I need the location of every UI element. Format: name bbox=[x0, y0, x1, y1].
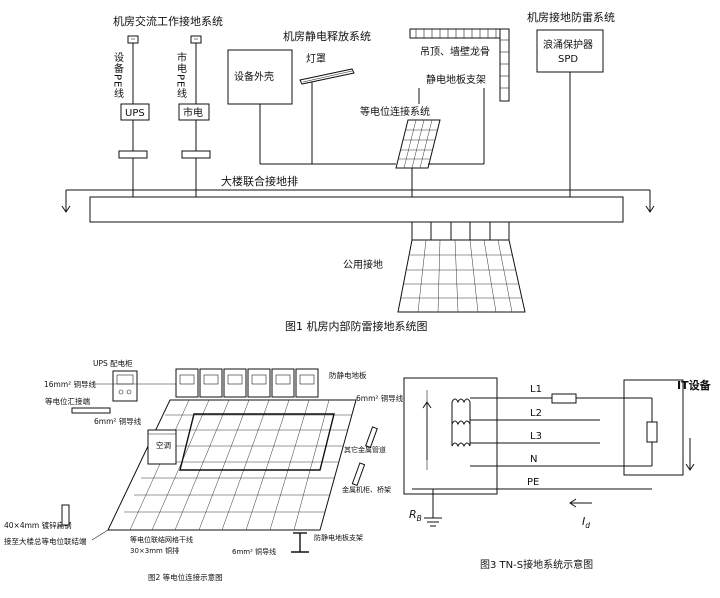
building-ground-bar bbox=[89, 196, 624, 223]
l2-label: L2 bbox=[530, 408, 542, 419]
equipment-case-box bbox=[227, 49, 293, 105]
source-box bbox=[403, 377, 498, 495]
id-label: Id bbox=[582, 515, 590, 530]
equipotential-label: 等电位连接系统 bbox=[360, 105, 430, 118]
figure-3: L1 L2 L3 N PE IT设备 Id RB 图3 TN-S接地系统示意图 bbox=[403, 377, 712, 571]
mains-pe-label: 市电PE线 bbox=[175, 51, 187, 100]
figure-2-caption: 图2 等电位连接示意图 bbox=[148, 572, 223, 582]
transformer-coils bbox=[451, 398, 471, 448]
ceiling-label: 吊顶、墙壁龙骨 bbox=[420, 45, 490, 58]
static-system-title: 机房静电释放系统 bbox=[283, 29, 371, 43]
ups-box bbox=[120, 103, 150, 121]
spd-box bbox=[536, 29, 604, 73]
floor-bracket-label: 静电地板支架 bbox=[426, 73, 486, 86]
l1-load bbox=[551, 393, 577, 404]
public-ground-label: 公用接地 bbox=[343, 258, 383, 271]
lamp-icon bbox=[299, 68, 355, 85]
ceiling-keel-icon bbox=[409, 28, 510, 102]
equipotential-floor-grid bbox=[107, 399, 357, 531]
mains-breaker bbox=[181, 150, 211, 159]
server-cabinets bbox=[175, 368, 319, 398]
equipment-case-label: 设备外壳 bbox=[234, 70, 274, 83]
public-ground-mesh bbox=[397, 222, 526, 313]
rb-label: RB bbox=[409, 508, 422, 523]
it-equipment-box bbox=[623, 379, 684, 476]
socket-equip-icon bbox=[127, 35, 139, 44]
it-label: IT设备 bbox=[677, 378, 712, 392]
equi-bar-icon bbox=[71, 407, 111, 414]
l1-label: L1 bbox=[530, 384, 542, 395]
it-load-resistor bbox=[646, 421, 658, 443]
figure-1-caption: 图1 机房内部防雷接地系统图 bbox=[285, 319, 428, 333]
figure-1: 机房交流工作接地系统 设备PE线 市电PE线 UPS 市电 机房静电释放系统 设… bbox=[61, 10, 655, 333]
wire-6c-label: 6mm² 铜导线 bbox=[232, 547, 276, 556]
equipotential-grid bbox=[395, 119, 441, 169]
mains-box bbox=[178, 103, 210, 121]
left-arrow-icon-id bbox=[569, 498, 592, 508]
connect-main-label: 接至大楼总等电位联结端 bbox=[4, 536, 87, 546]
equi-bar-label: 等电位汇接端 bbox=[45, 396, 90, 406]
figure-2: UPS 配电柜 防静电地板 16mm² 铜导线 等电位汇接端 6mm² 铜导线 bbox=[4, 358, 404, 582]
steel-strip-icon bbox=[61, 504, 70, 526]
ups-label: UPS bbox=[125, 108, 145, 119]
ups-cabinet-label: UPS 配电柜 bbox=[93, 358, 133, 368]
mains-label: 市电 bbox=[183, 106, 203, 119]
socket-mains-icon bbox=[190, 35, 202, 44]
n-label: N bbox=[530, 454, 537, 465]
ac-grounding-title: 机房交流工作接地系统 bbox=[113, 14, 223, 28]
lamp-cover-label: 灯罩 bbox=[306, 53, 326, 65]
wire-16-label: 16mm² 铜导线 bbox=[44, 379, 97, 389]
down-arrow-icon bbox=[685, 438, 695, 471]
figure-3-caption: 图3 TN-S接地系统示意图 bbox=[480, 558, 593, 571]
antistatic-floor-label: 防静电地板 bbox=[329, 370, 367, 380]
spd-label-1: 浪涌保护器 bbox=[543, 38, 593, 51]
pe-label: PE bbox=[527, 477, 539, 488]
building-bar-label: 大楼联合接地排 bbox=[221, 174, 298, 188]
aircon-label: 空调 bbox=[156, 440, 171, 450]
ups-cabinet-icon bbox=[112, 370, 138, 402]
floor-support-label: 防静电地板支架 bbox=[314, 533, 363, 542]
floor-support-icon bbox=[291, 532, 309, 553]
metal-tray-icon bbox=[351, 462, 366, 487]
grid-line-1-label: 等电位联结网格干线 bbox=[130, 535, 193, 544]
metal-pipe-icon bbox=[365, 426, 378, 449]
grid-line-2-label: 30×3mm 铜排 bbox=[130, 546, 179, 555]
metal-case-label: 金属机柜、桥架 bbox=[342, 485, 391, 494]
spd-label-2: SPD bbox=[558, 54, 578, 65]
left-arrow-icon bbox=[61, 190, 71, 213]
wire-6a-label: 6mm² 铜导线 bbox=[94, 416, 142, 426]
right-arrow-icon bbox=[645, 190, 655, 213]
ups-breaker bbox=[118, 150, 148, 159]
wire-6b-label: 6mm² 铜导线 bbox=[356, 393, 404, 403]
equip-pe-label: 设备PE线 bbox=[112, 52, 124, 100]
l3-label: L3 bbox=[530, 431, 542, 442]
aircon-unit bbox=[147, 429, 177, 465]
steel-strip-label: 40×4mm 镀锌扁钢 bbox=[4, 520, 72, 530]
lightning-system-title: 机房接地防雷系统 bbox=[527, 10, 615, 24]
metal-pipe-label: 其它金属管道 bbox=[344, 445, 386, 454]
